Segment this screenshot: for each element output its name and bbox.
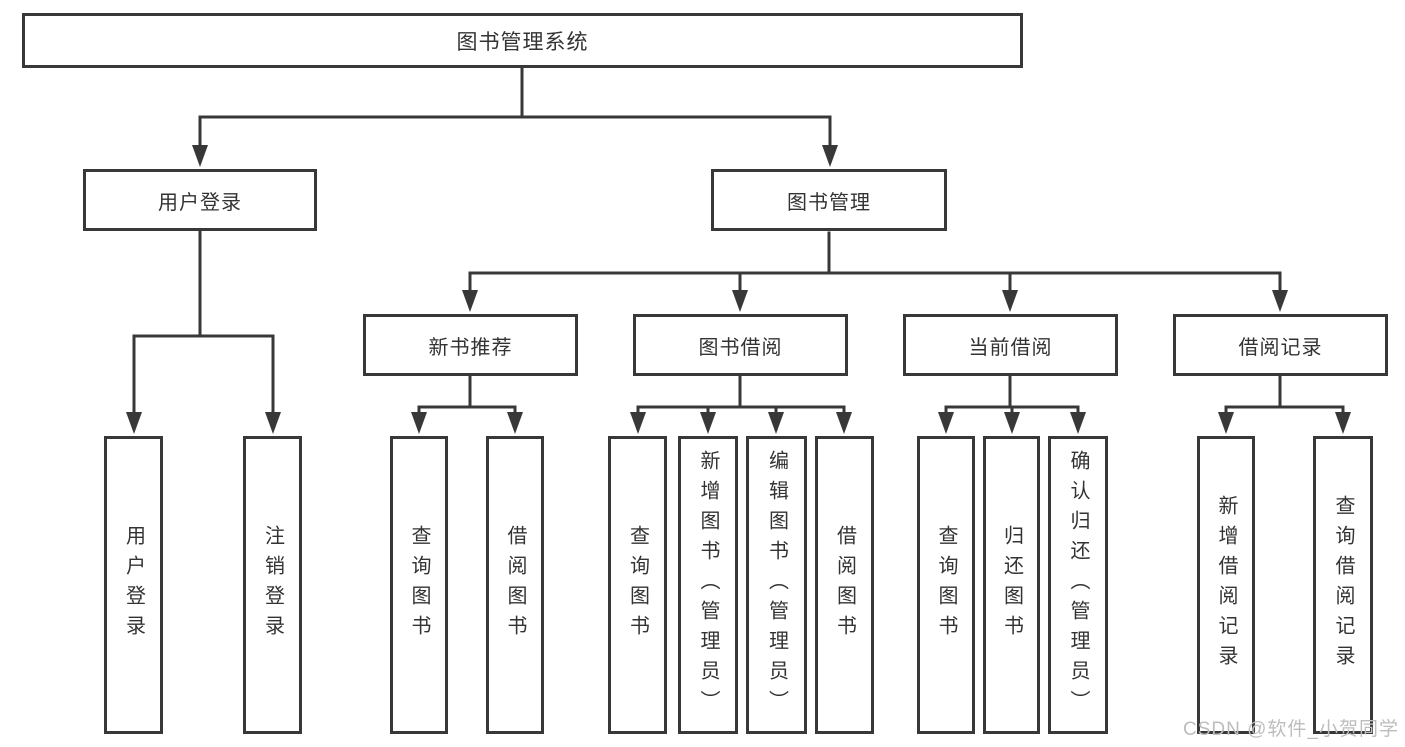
branch-node-book-management: 图书管理 [711,169,947,231]
leaf-node-query-borrow-record: 查询借阅记录 [1313,436,1373,734]
watermark: CSDN @软件_小贺同学 [1183,719,1399,740]
leaf-node-label: 注销登录 [261,525,284,645]
category-node-label: 当前借阅 [968,336,1053,359]
leaf-node-label: 查询图书 [408,525,430,645]
category-node-borrow-records: 借阅记录 [1173,314,1388,376]
leaf-node-label: 编辑图书（管理员） [765,450,788,720]
leaf-node-label: 查询图书 [626,525,649,645]
leaf-node-user-login: 用户登录 [104,436,163,734]
leaf-node-label: 确认归还（管理员） [1067,450,1089,720]
leaf-node-label: 归还图书 [1000,525,1023,645]
leaf-node-confirm-return-admin: 确认归还（管理员） [1048,436,1108,734]
leaf-node-query-books: 查询图书 [917,436,975,734]
leaf-node-label: 借阅图书 [833,525,856,645]
leaf-node-add-borrow-record: 新增借阅记录 [1197,436,1255,734]
leaf-node-logout: 注销登录 [243,436,302,734]
leaf-node-add-books-admin: 新增图书（管理员） [678,436,738,734]
category-node-label: 新书推荐 [428,336,513,359]
leaf-node-label: 借阅图书 [504,525,526,645]
leaf-node-borrow-books: 借阅图书 [486,436,544,734]
category-node-new-book-recommend: 新书推荐 [363,314,578,376]
root-node-library-management-system: 图书管理系统 [22,13,1023,68]
category-node-label: 图书借阅 [698,336,783,359]
branch-node-label: 用户登录 [158,191,242,214]
leaf-node-label: 查询借阅记录 [1332,495,1354,675]
leaf-node-return-books: 归还图书 [983,436,1040,734]
leaf-node-label: 新增图书（管理员） [697,450,719,720]
leaf-node-edit-books-admin: 编辑图书（管理员） [746,436,807,734]
branch-node-label: 图书管理 [787,191,871,214]
leaf-node-borrow-books: 借阅图书 [815,436,874,734]
leaf-node-label: 用户登录 [122,525,145,645]
branch-node-user-login: 用户登录 [83,169,317,231]
category-node-label: 借阅记录 [1238,336,1323,359]
category-node-current-borrow: 当前借阅 [903,314,1118,376]
leaf-node-query-books: 查询图书 [390,436,448,734]
leaf-node-label: 查询图书 [935,525,957,645]
leaf-node-label: 新增借阅记录 [1215,495,1237,675]
root-node-label: 图书管理系统 [456,30,589,54]
leaf-node-query-books: 查询图书 [608,436,667,734]
category-node-book-borrow: 图书借阅 [633,314,848,376]
arrowheads [126,145,1351,434]
